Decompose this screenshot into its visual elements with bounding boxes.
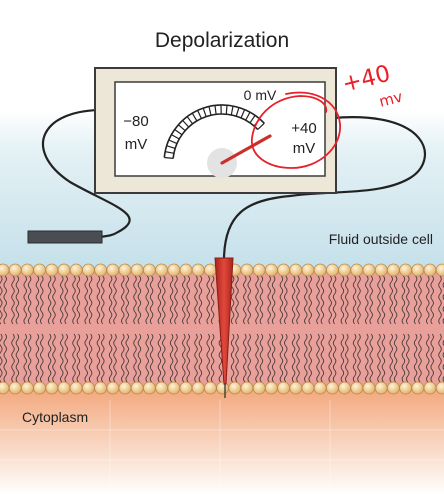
inner-lipid-head	[302, 382, 314, 394]
label-minus80-value: −80	[123, 113, 148, 130]
inner-lipid-head	[82, 382, 94, 394]
label-zero-mv: 0 mV	[244, 87, 277, 103]
outer-lipid-head	[107, 264, 119, 276]
inner-lipid-head	[229, 382, 241, 394]
outer-lipid-head	[363, 264, 375, 276]
outer-lipid-head	[119, 264, 131, 276]
outer-lipid-head	[131, 264, 143, 276]
outer-lipid-head	[180, 264, 192, 276]
outer-lipid-head	[278, 264, 290, 276]
inner-lipid-head	[290, 382, 302, 394]
inner-lipid-head	[70, 382, 82, 394]
inner-lipid-head	[143, 382, 155, 394]
inner-lipid-head	[107, 382, 119, 394]
label-fluid-outside: Fluid outside cell	[329, 231, 433, 247]
outer-lipid-head	[192, 264, 204, 276]
outer-lipid-head	[168, 264, 180, 276]
cytoplasm-region	[0, 388, 444, 495]
label-cytoplasm: Cytoplasm	[22, 409, 88, 425]
inner-lipid-head	[412, 382, 424, 394]
outer-lipid-head	[314, 264, 326, 276]
inner-lipid-head	[339, 382, 351, 394]
inner-lipid-head	[0, 382, 9, 394]
inner-lipid-head	[265, 382, 277, 394]
inner-lipid-head	[131, 382, 143, 394]
inner-lipid-head	[253, 382, 265, 394]
inner-lipid-head	[46, 382, 58, 394]
inner-lipid-head	[34, 382, 46, 394]
outer-lipid-head	[339, 264, 351, 276]
inner-lipid-head	[168, 382, 180, 394]
inner-lipid-head	[21, 382, 33, 394]
inner-lipid-head	[180, 382, 192, 394]
outer-lipid-head	[143, 264, 155, 276]
inner-lipid-head	[424, 382, 436, 394]
inner-lipid-head	[314, 382, 326, 394]
inner-lipid-head	[326, 382, 338, 394]
inner-lipid-head	[400, 382, 412, 394]
inner-lipid-head	[217, 382, 229, 394]
outer-lipid-head	[9, 264, 21, 276]
outer-lipid-head	[412, 264, 424, 276]
inner-lipid-head	[375, 382, 387, 394]
outer-lipid-head	[253, 264, 265, 276]
outer-lipid-head	[326, 264, 338, 276]
dial-tick	[226, 105, 227, 114]
inner-lipid-head	[95, 382, 107, 394]
outer-lipid-head	[241, 264, 253, 276]
outer-lipid-head	[156, 264, 168, 276]
inner-lipid-head	[58, 382, 70, 394]
outer-lipid-head	[351, 264, 363, 276]
inner-lipid-head	[387, 382, 399, 394]
annotation-unit: mv	[377, 88, 404, 111]
inner-lipid-head	[351, 382, 363, 394]
reference-electrode	[28, 231, 102, 243]
inner-lipid-head	[363, 382, 375, 394]
outer-lipid-head	[204, 264, 216, 276]
outer-lipid-head	[375, 264, 387, 276]
inner-lipid-head	[204, 382, 216, 394]
outer-lipid-head	[302, 264, 314, 276]
label-plus40-unit: mV	[293, 140, 316, 157]
voltmeter: −80 mV 0 mV +40 mV	[95, 68, 336, 193]
outer-lipid-head	[424, 264, 436, 276]
outer-lipid-head	[82, 264, 94, 276]
inner-lipid-head	[241, 382, 253, 394]
outer-lipid-head	[400, 264, 412, 276]
inner-lipid-head	[9, 382, 21, 394]
outer-lipid-head	[0, 264, 9, 276]
outer-lipid-head	[387, 264, 399, 276]
outer-lipid-head	[34, 264, 46, 276]
outer-lipid-head	[265, 264, 277, 276]
outer-lipid-head	[58, 264, 70, 276]
inner-lipid-head	[119, 382, 131, 394]
outer-lipid-head	[21, 264, 33, 276]
label-plus40-value: +40	[291, 120, 316, 137]
inner-lipid-head	[192, 382, 204, 394]
outer-lipid-head	[46, 264, 58, 276]
diagram-title: Depolarization	[155, 29, 289, 52]
outer-lipid-head	[290, 264, 302, 276]
inner-lipid-head	[278, 382, 290, 394]
label-minus80-unit: mV	[125, 136, 148, 153]
outer-lipid-head	[95, 264, 107, 276]
outer-lipid-head	[70, 264, 82, 276]
inner-lipid-head	[156, 382, 168, 394]
